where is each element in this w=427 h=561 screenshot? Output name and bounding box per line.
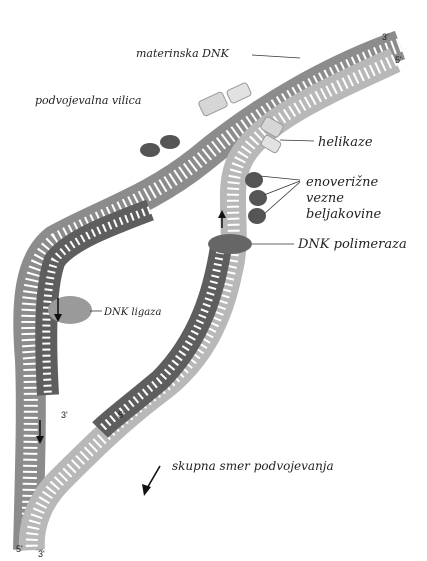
ssb-protein (249, 190, 267, 206)
ligase-protein (48, 296, 92, 324)
helicase-block (198, 91, 228, 116)
label-ligase: DNK ligaza (103, 307, 161, 318)
label-replication-fork: podvojevalna vilica (35, 94, 141, 107)
dna-polymerase-shape (208, 234, 252, 254)
end-bottom-5: 5' (16, 544, 23, 554)
ssb-protein (140, 143, 160, 157)
overall-direction-arrow (142, 466, 160, 496)
end-top-3: 3' (382, 32, 389, 42)
label-parental-dna: materinska DNK (136, 47, 230, 60)
label-direction: skupna smer podvojevanja (172, 459, 334, 473)
ssb-protein (160, 135, 180, 149)
end-leading-5: 5' (118, 410, 125, 420)
end-bottom-3: 3' (38, 549, 45, 559)
dna-ligase-shape (48, 296, 92, 324)
end-top-5: 5' (395, 55, 402, 65)
ssb-protein (248, 208, 266, 224)
label-ssb-line2: vezne (306, 191, 344, 206)
label-helicase: helikaze (318, 135, 373, 150)
helicase-block (226, 82, 252, 104)
label-polymerase: DNK polimeraza (297, 237, 407, 252)
ssb-protein (245, 172, 263, 188)
label-ssb-line1: enoverižne (306, 175, 379, 190)
end-lagging-3: 3' (61, 410, 68, 420)
label-ssb-line3: beljakovine (306, 207, 382, 222)
